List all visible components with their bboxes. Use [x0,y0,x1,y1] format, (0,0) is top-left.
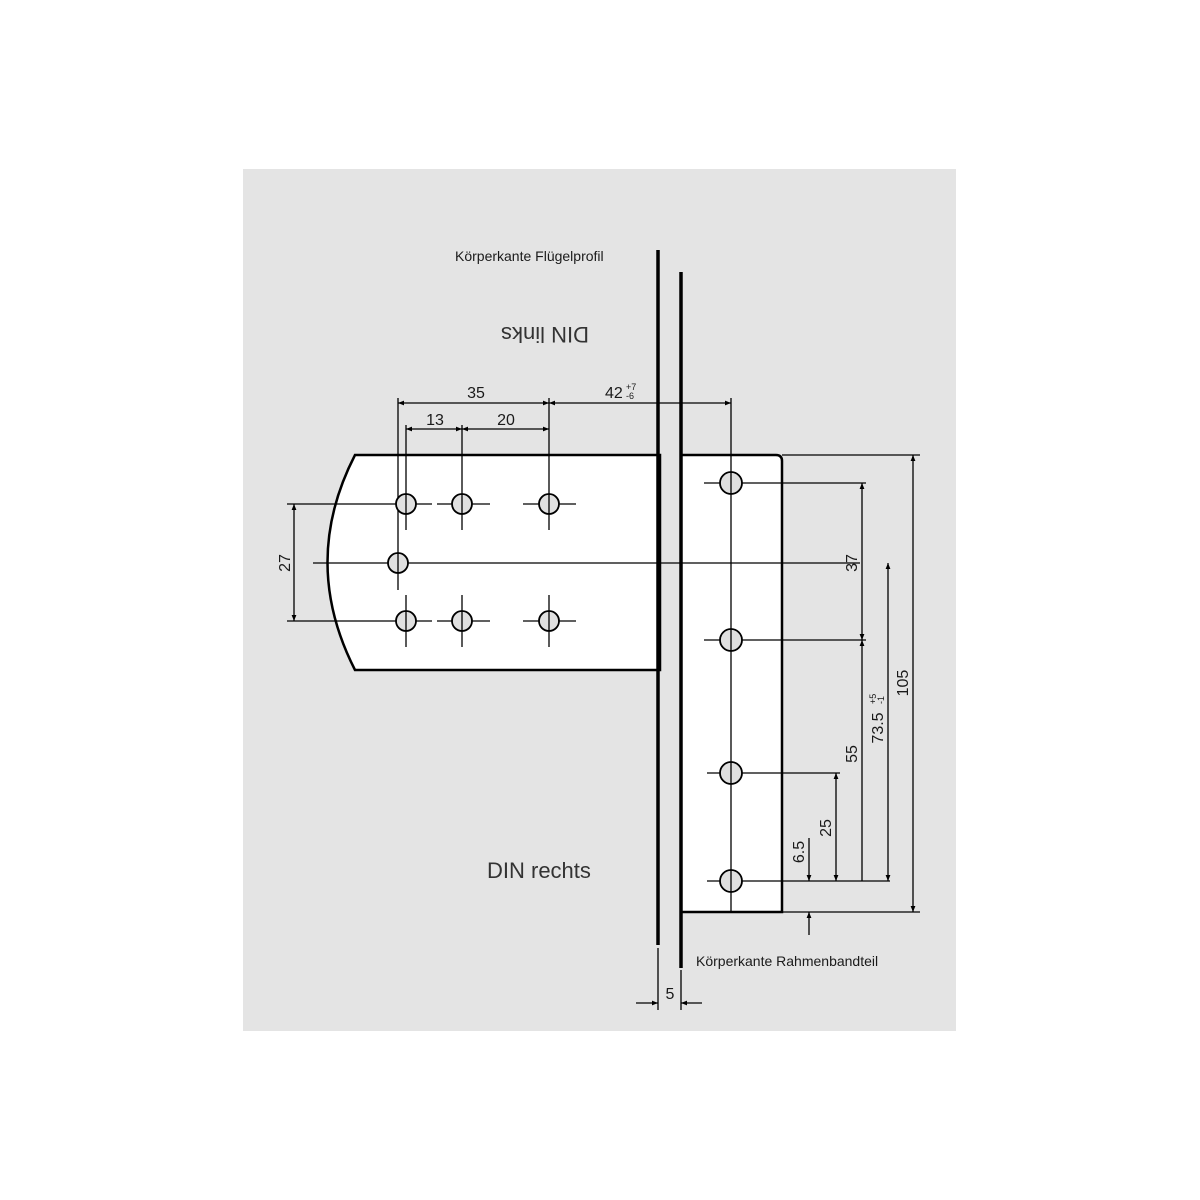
dim-35: 35 [467,385,485,402]
dim-25: 25 [818,819,835,837]
dim-13: 13 [426,412,444,429]
dim-6-5: 6.5 [791,841,808,863]
sash-edge-label: Körperkante Flügelprofil [455,248,604,264]
dimension-lines [291,400,916,1010]
frame-edge-label: Körperkante Rahmenbandteil [696,953,878,969]
dim-73-5-tol-upper: +5 [868,694,878,704]
dim-42: 42 [605,385,623,402]
din-right-label: DIN rechts [487,858,591,883]
dim-37: 37 [844,554,861,572]
dim-55: 55 [844,745,861,763]
dim-5: 5 [666,986,675,1003]
din-left-label: DIN links [501,322,589,347]
dim-42-tol-upper: +7 [626,382,636,392]
dim-73-5: 73.5 [870,712,887,743]
dim-105: 105 [895,670,912,697]
dim-73-5-tol-lower: -1 [876,696,886,704]
dim-42-tol-lower: -6 [626,391,634,401]
dim-20: 20 [497,412,515,429]
dim-27: 27 [277,554,294,572]
